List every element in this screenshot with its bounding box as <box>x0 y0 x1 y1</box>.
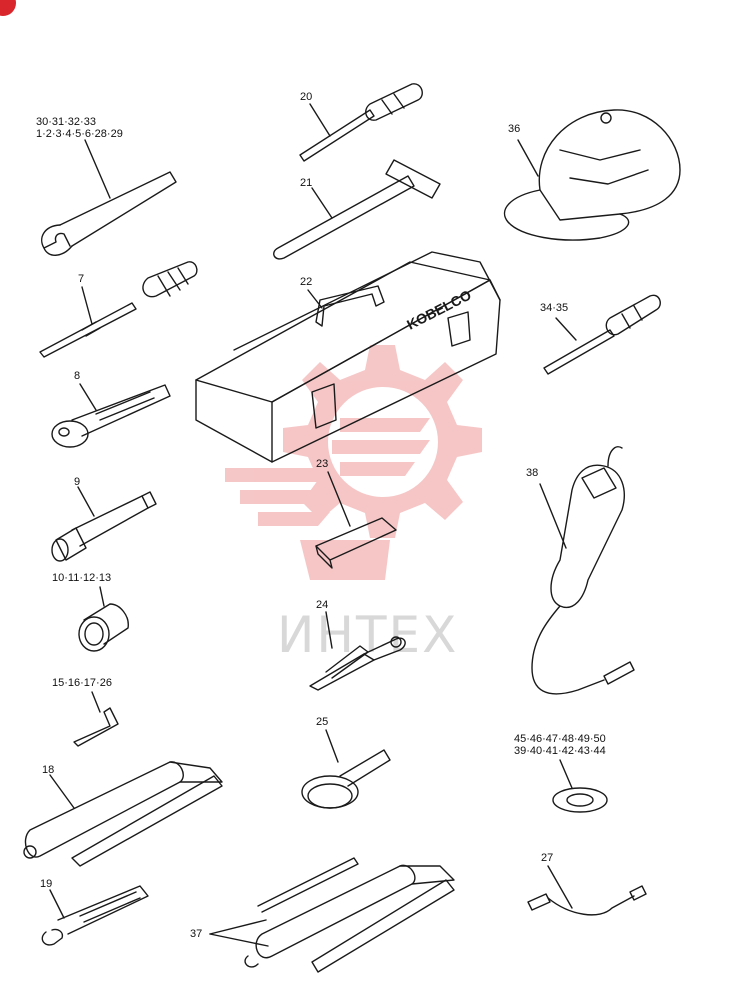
adjustable-wrench <box>41 885 149 946</box>
open-end-wrench <box>41 139 177 256</box>
corner-badge <box>0 0 16 16</box>
cap <box>503 109 681 241</box>
label-cap-36: 36 <box>508 123 521 135</box>
pliers <box>309 611 406 691</box>
extension-bar <box>51 486 157 562</box>
label-socket: 10·11·12·13 <box>52 572 112 584</box>
hex-key <box>73 691 119 747</box>
label-hammer-21: 21 <box>300 177 313 189</box>
label-extension-9: 9 <box>74 476 81 488</box>
toolbox-brand: KOBELCO <box>404 287 474 333</box>
washer <box>552 759 608 813</box>
label-screwdriver-34-35: 34·35 <box>540 302 569 314</box>
label-washer-1: 45·46·47·48·49·50 <box>514 733 606 745</box>
socket <box>78 586 129 652</box>
ratchet-handle <box>51 383 171 448</box>
tool-pouch <box>315 471 397 569</box>
label-screwdriver-20: 20 <box>300 91 313 103</box>
label-screwdriver-7: 7 <box>78 273 85 285</box>
screwdriver-20 <box>299 83 423 162</box>
label-washer-2: 39·40·41·42·43·44 <box>514 745 606 757</box>
work-lamp <box>531 446 635 695</box>
toolbox: KOBELCO <box>195 251 501 463</box>
label-adjustable-wrench-19: 19 <box>40 878 53 890</box>
label-wrench-2: 1·2·3·4·5·6·28·29 <box>36 128 123 140</box>
label-grease-gun-37: 37 <box>190 928 203 940</box>
label-filter-wrench-25: 25 <box>316 716 329 728</box>
label-grease-gun-18: 18 <box>42 764 55 776</box>
label-ratchet-8: 8 <box>74 370 81 382</box>
air-hose <box>527 865 647 916</box>
label-work-lamp-38: 38 <box>526 467 539 479</box>
grease-gun-18 <box>23 761 223 867</box>
grease-gun-37 <box>209 857 455 973</box>
screwdriver-34-35 <box>543 294 661 375</box>
hammer <box>273 159 441 260</box>
screwdriver-7 <box>39 261 198 358</box>
label-wrench-1: 30·31·32·33 <box>36 116 96 128</box>
label-hex-key: 15·16·17·26 <box>52 677 112 689</box>
watermark-text: ИНТЕХ <box>277 606 459 664</box>
label-pouch-23: 23 <box>316 458 329 470</box>
filter-wrench <box>301 729 391 809</box>
label-pliers-24: 24 <box>316 599 329 611</box>
label-toolbox-22: 22 <box>300 276 313 288</box>
label-hose-27: 27 <box>541 852 554 864</box>
